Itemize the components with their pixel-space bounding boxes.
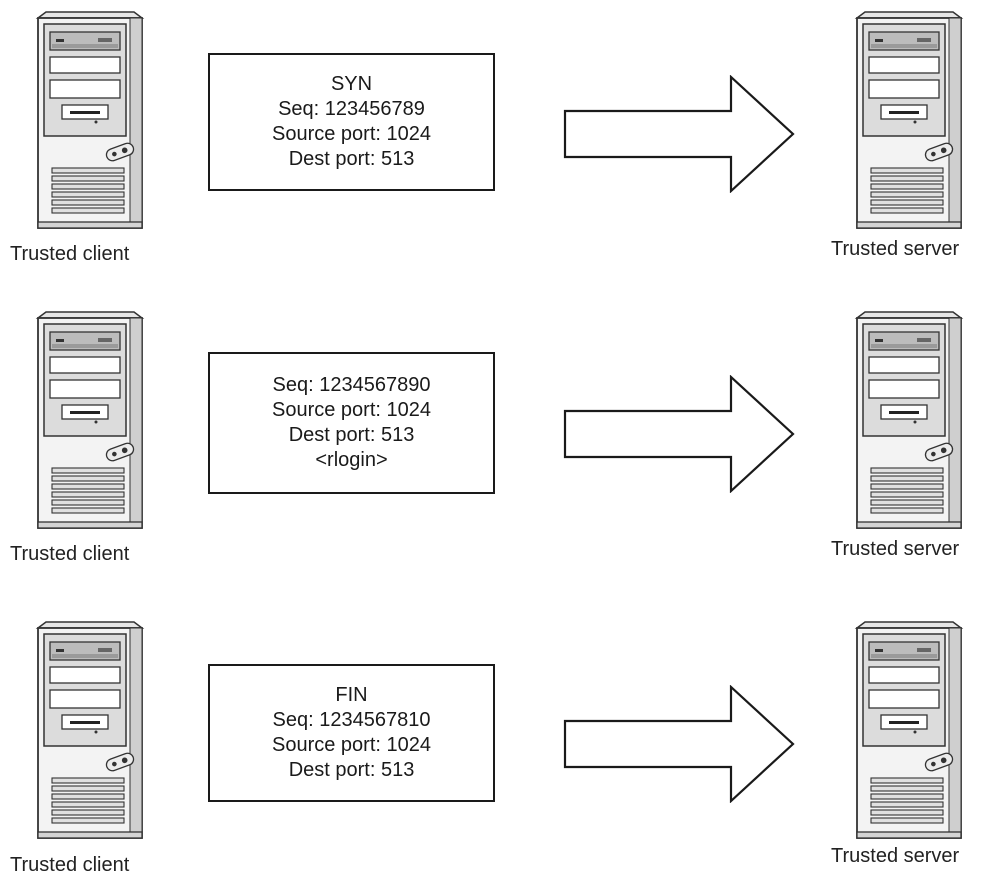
trusted-client-computer-icon <box>30 10 150 232</box>
exchange-row-fin: Trusted client FIN Seq: 1234567810 Sourc… <box>0 610 995 890</box>
packet-dest-port: Dest port: 513 <box>288 148 415 170</box>
packet-seq: Seq: 123456789 <box>278 98 425 120</box>
right-arrow-icon <box>563 375 795 493</box>
packet-flag: FIN <box>335 684 368 706</box>
trusted-server-label: Trusted server <box>831 538 960 560</box>
packet-seq: Seq: 1234567810 <box>272 709 431 731</box>
packet-seq: Seq: 1234567890 <box>272 374 431 396</box>
packet-box-rlogin: Seq: 1234567890 Source port: 1024 Dest p… <box>208 352 495 494</box>
trusted-client-label: Trusted client <box>10 543 130 565</box>
right-arrow-icon <box>563 685 795 803</box>
trusted-server-computer-icon <box>849 10 969 232</box>
trusted-client-label: Trusted client <box>10 854 130 876</box>
packet-dest-port: Dest port: 513 <box>288 424 415 446</box>
packet-dest-port: Dest port: 513 <box>288 759 415 781</box>
packet-payload: <rlogin> <box>315 449 388 471</box>
packet-box-syn: SYN Seq: 123456789 Source port: 1024 Des… <box>208 53 495 191</box>
trusted-client-computer-icon <box>30 310 150 532</box>
trusted-server-label: Trusted server <box>831 238 960 260</box>
exchange-row-syn: Trusted client SYN Seq: 123456789 Source… <box>0 0 995 280</box>
packet-source-port: Source port: 1024 <box>272 399 431 421</box>
packet-flag: SYN <box>330 73 373 95</box>
right-arrow-icon <box>563 75 795 193</box>
trusted-server-computer-icon <box>849 620 969 842</box>
trusted-server-label: Trusted server <box>831 845 960 867</box>
trusted-client-computer-icon <box>30 620 150 842</box>
trusted-server-computer-icon <box>849 310 969 532</box>
packet-source-port: Source port: 1024 <box>272 123 431 145</box>
packet-source-port: Source port: 1024 <box>272 734 431 756</box>
exchange-row-rlogin: Trusted client Seq: 1234567890 Source po… <box>0 300 995 580</box>
packet-box-fin: FIN Seq: 1234567810 Source port: 1024 De… <box>208 664 495 802</box>
trusted-client-label: Trusted client <box>10 243 130 265</box>
